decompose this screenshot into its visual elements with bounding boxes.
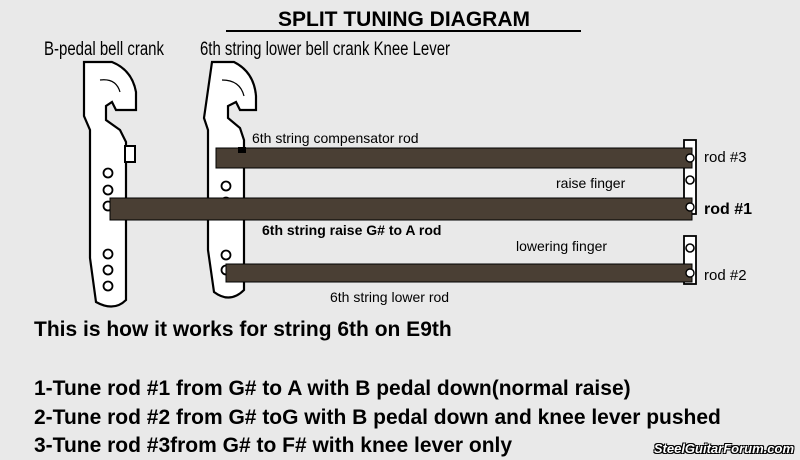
b-pedal-crank-label: B-pedal bell crank [44,39,164,60]
instruction-step-1: 1-Tune rod #1 from G# to A with B pedal … [34,377,631,400]
diagram-title: SPLIT TUNING DIAGRAM [278,8,530,31]
compensator-rod-label: 6th string compensator rod [252,130,419,146]
lower-rod-label: 6th string lower rod [330,289,449,305]
instruction-step-2: 2-Tune rod #2 from G# toG with B pedal d… [34,406,721,429]
instruction-step-3: 3-Tune rod #3from G# to F# with knee lev… [34,434,513,457]
b-pedal-bell-crank [82,60,138,308]
watermark: SteelGuitarForum.com [653,441,794,456]
lowering-finger-label: lowering finger [516,238,607,254]
rod-2-lower [225,263,695,283]
rod-1-label: rod #1 [704,201,752,218]
raise-finger-label: raise finger [556,175,626,191]
rod-2-label: rod #2 [704,267,747,284]
sixth-string-bell-crank [202,60,258,299]
raise-rod-label: 6th string raise G# to A rod [262,222,441,238]
rod-3-compensator [215,147,695,169]
intro-text: This is how it works for string 6th on E… [34,318,452,341]
rod-1-raise [109,197,695,221]
rod-3-label: rod #3 [704,149,747,166]
sixth-crank-label: 6th string lower bell crank Knee Lever [200,39,451,60]
